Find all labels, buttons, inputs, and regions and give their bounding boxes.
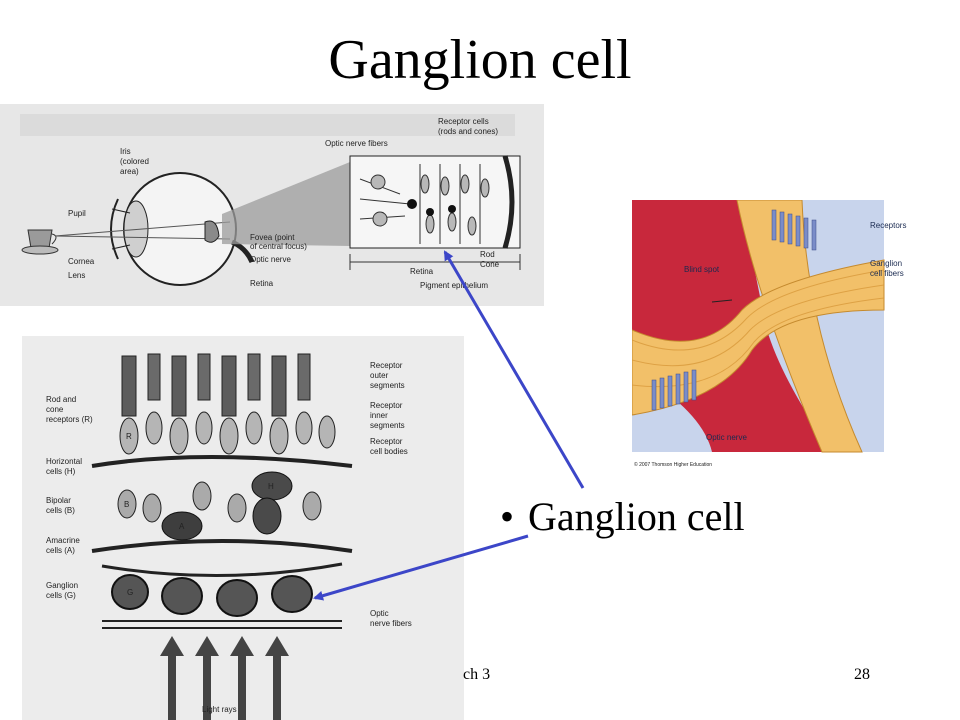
label-pigment-epithelium: Pigment epithelium — [420, 281, 488, 290]
label-outer-3: segments — [370, 381, 405, 390]
label-optic-nerve-color: Optic nerve — [706, 433, 747, 442]
label-rod: Rod — [480, 250, 495, 259]
label-ganglion-2: cells (G) — [46, 591, 76, 600]
bullet-text: Ganglion cell — [528, 494, 745, 539]
label-fovea: Fovea (point — [250, 233, 295, 242]
teacup-icon — [21, 229, 59, 255]
retina-layers-figure: R H B A G Rod and cone receptors (R) Hor… — [22, 336, 464, 720]
label-light-rays: Light rays — [202, 705, 237, 714]
label-retina-right: Retina — [410, 267, 434, 276]
label-retina-left: Retina — [250, 279, 274, 288]
label-bodies: Receptor — [370, 437, 403, 446]
label-outer-2: outer — [370, 371, 389, 380]
label-optic: Optic — [370, 609, 389, 618]
label-rods-cones: (rods and cones) — [438, 127, 498, 136]
label-outer: Receptor — [370, 361, 403, 370]
receptor-layer — [651, 209, 817, 411]
label-receptors: Receptors — [870, 221, 906, 230]
label-iris-colored: (colored — [120, 157, 149, 166]
receptor-cells — [119, 353, 336, 455]
bullet-item: • Ganglion cell — [500, 493, 745, 540]
label-horizontal: Horizontal — [46, 457, 82, 466]
cell-letter-g: G — [127, 588, 133, 597]
label-fovea-2: of central focus) — [250, 242, 307, 251]
ganglion-cells — [111, 574, 313, 617]
label-lens: Lens — [68, 271, 85, 280]
label-cornea: Cornea — [68, 257, 95, 266]
label-receptor-cells: Receptor cells — [438, 117, 489, 126]
label-bodies-2: cell bodies — [370, 447, 408, 456]
label-amacrine: Amacrine — [46, 536, 80, 545]
label-amacrine-2: cells (A) — [46, 546, 75, 555]
label-inner-3: segments — [370, 421, 405, 430]
light-ray-arrows — [160, 636, 289, 720]
label-rod-cone-3: receptors (R) — [46, 415, 93, 424]
cell-letter-h: H — [268, 482, 274, 491]
label-rod-cone: Rod and — [46, 395, 76, 404]
label-inner-2: inner — [370, 411, 388, 420]
label-bipolar-2: cells (B) — [46, 506, 75, 515]
footer-chapter: ch 3 — [463, 666, 491, 683]
label-horizontal-2: cells (H) — [46, 467, 76, 476]
label-rod-cone-2: cone — [46, 405, 64, 414]
label-cone: Cone — [480, 260, 500, 269]
label-optic-2: nerve fibers — [370, 619, 412, 628]
copyright-text: © 2007 Thomson Higher Education — [634, 461, 712, 468]
retina-zoom-box — [349, 155, 521, 249]
label-ganglion-fibers: Ganglion — [870, 259, 902, 268]
label-pupil: Pupil — [68, 209, 86, 218]
label-inner: Receptor — [370, 401, 403, 410]
slide-title: Ganglion cell — [328, 29, 632, 91]
label-ganglion-fibers-2: cell fibers — [870, 269, 904, 278]
page-number: 28 — [854, 666, 870, 683]
label-optic-nerve: Optic nerve — [250, 255, 291, 264]
label-bipolar: Bipolar — [46, 496, 71, 505]
eye-diagram-figure: Iris (colored area) Pupil Cornea Lens Fo… — [0, 104, 544, 306]
cell-letter-a: A — [179, 522, 185, 531]
label-iris-area: area) — [120, 167, 139, 176]
bullet-dot-icon: • — [500, 494, 515, 539]
label-ganglion: Ganglion — [46, 581, 78, 590]
label-blind-spot: Blind spot — [684, 265, 720, 274]
label-optic-nerve-fibers: Optic nerve fibers — [325, 139, 388, 148]
blind-spot-figure: Blind spot Receptors Ganglion cell fiber… — [632, 200, 910, 472]
label-iris: Iris — [120, 147, 131, 156]
cell-letter-r: R — [126, 432, 132, 441]
cell-letter-b: B — [124, 500, 129, 509]
